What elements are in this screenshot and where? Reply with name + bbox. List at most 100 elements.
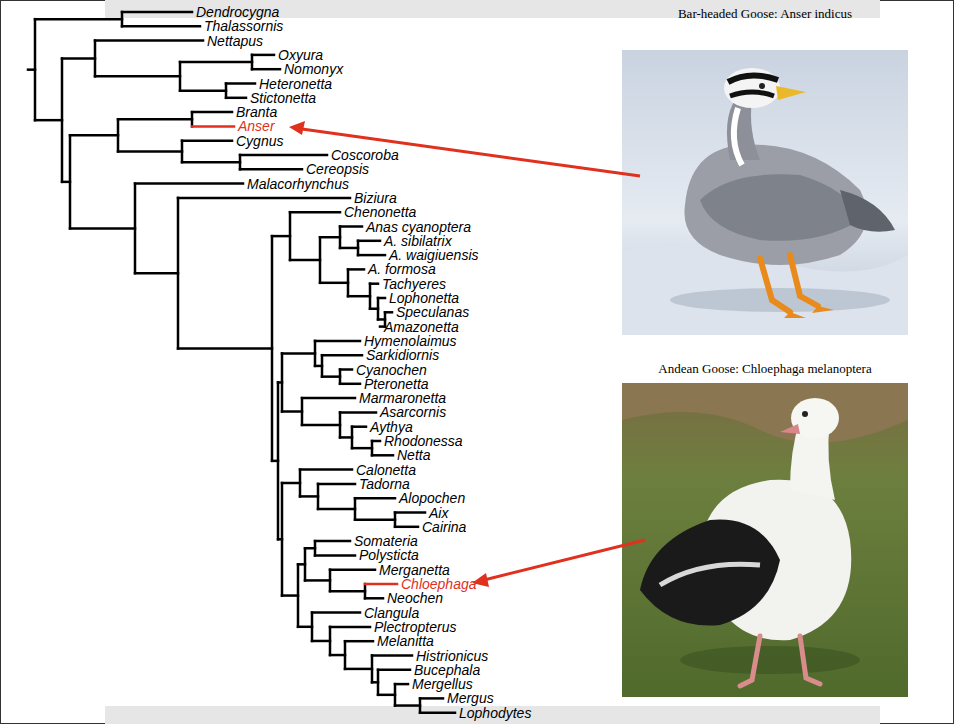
tree-branch <box>372 440 380 443</box>
tree-branch <box>182 139 232 142</box>
tree-branch <box>372 454 393 457</box>
taxon-label: Sarkidiornis <box>366 347 439 363</box>
pointer-arrow <box>472 540 645 587</box>
tree-branch <box>340 225 362 228</box>
tree-branch <box>340 383 360 386</box>
tree-branch <box>95 75 180 78</box>
tree-branch <box>345 668 372 671</box>
photo-caption: Bar-headed Goose: Anser indicus <box>678 6 852 21</box>
tree-branch <box>358 240 380 243</box>
tree-branch <box>348 268 364 271</box>
tree-branch <box>70 227 135 230</box>
tree-branch <box>122 25 200 28</box>
tree-branch <box>272 235 290 238</box>
taxon-label: Thalassornis <box>204 18 283 34</box>
tree-branch <box>364 584 367 598</box>
tree-branch <box>225 84 228 98</box>
tree-branch <box>339 412 342 437</box>
tree-branch <box>355 497 395 500</box>
taxon-label: Bucephala <box>414 662 480 678</box>
tree-branch <box>330 590 365 593</box>
tree-branch <box>320 282 348 285</box>
taxon-label: Coscoroba <box>331 147 399 163</box>
tree-branch <box>251 55 254 69</box>
tree-branch <box>395 683 408 686</box>
tree-branch <box>134 184 137 274</box>
tree-branch <box>70 134 118 137</box>
tree-branch <box>358 254 385 257</box>
taxon-label: Clangula <box>364 605 419 621</box>
tree-branch <box>299 470 302 497</box>
photo-caption: Andean Goose: Chloephaga melanoptera <box>658 361 871 376</box>
tree-branch <box>297 564 300 626</box>
tree-branch <box>62 57 95 60</box>
tree-branch <box>315 340 360 343</box>
taxon-label: Histrionicus <box>416 648 488 664</box>
taxon-label: Branta <box>236 104 277 120</box>
tree-branch <box>330 654 345 657</box>
tree-branch <box>298 626 312 629</box>
tree-branch <box>300 495 318 498</box>
tree-branch <box>385 311 392 314</box>
taxon-label: Melanitta <box>377 633 434 649</box>
tree-branch <box>372 654 412 657</box>
tree-branch <box>300 468 352 471</box>
tree-branch <box>178 347 272 350</box>
tree-branch <box>352 447 372 450</box>
tree-branch <box>354 498 357 519</box>
taxon-label: Oxyura <box>278 47 323 63</box>
tree-branch <box>365 583 397 586</box>
taxon-label: A. formosa <box>368 261 436 277</box>
tree-branch <box>330 626 370 629</box>
tree-branch <box>378 297 385 300</box>
tree-branch <box>182 161 240 164</box>
tree-branch <box>329 627 332 655</box>
tree-branch <box>344 641 347 669</box>
tree-branch <box>394 513 397 527</box>
tree-branch <box>302 397 355 400</box>
taxon-label: Asarcornis <box>380 404 446 420</box>
taxon-label: Polysticta <box>359 547 419 563</box>
tree-branch <box>35 18 122 21</box>
tree-branch <box>118 118 192 121</box>
tree-branch <box>121 12 124 26</box>
taxon-label: Aix <box>429 505 448 521</box>
tree-branch <box>305 579 330 582</box>
taxon-label: Alopochen <box>399 490 465 506</box>
tree-branch <box>357 241 360 255</box>
tree-branch <box>377 298 380 319</box>
tree-branch <box>61 58 64 181</box>
tree-branch <box>315 540 350 543</box>
taxon-label: Amazonetta <box>384 319 459 335</box>
goose-photo <box>622 50 908 335</box>
tree-branch <box>322 354 362 357</box>
tree-branch <box>271 236 274 461</box>
taxon-label: Plectropterus <box>374 619 456 635</box>
taxon-label: Heteronetta <box>259 76 332 92</box>
tree-branch <box>321 355 324 376</box>
taxon-label: Lophodytes <box>459 705 531 721</box>
tree-branch <box>192 111 232 114</box>
taxon-label: Merganetta <box>379 562 450 578</box>
taxon-label: Aythya <box>370 419 413 435</box>
taxon-label: Rhodonessa <box>384 433 463 449</box>
taxon-label: Neochen <box>387 590 443 606</box>
tree-branch <box>340 247 358 250</box>
tree-branch <box>339 227 342 248</box>
tree-branch <box>395 526 418 529</box>
tree-branch <box>395 704 420 707</box>
tree-branch <box>35 119 62 122</box>
tree-branch <box>34 19 37 120</box>
tree-branch <box>365 597 383 600</box>
tree-branch <box>282 352 315 355</box>
tree-branch <box>179 62 182 91</box>
tree-branch <box>282 482 300 485</box>
tree-branch <box>281 353 284 411</box>
tree-branch <box>240 168 302 171</box>
tree-branch <box>94 41 97 77</box>
taxon-label: Nomonyx <box>284 61 343 77</box>
taxon-label: Mergellus <box>412 676 473 692</box>
tree-branch <box>395 511 425 514</box>
tree-branch <box>240 154 327 157</box>
